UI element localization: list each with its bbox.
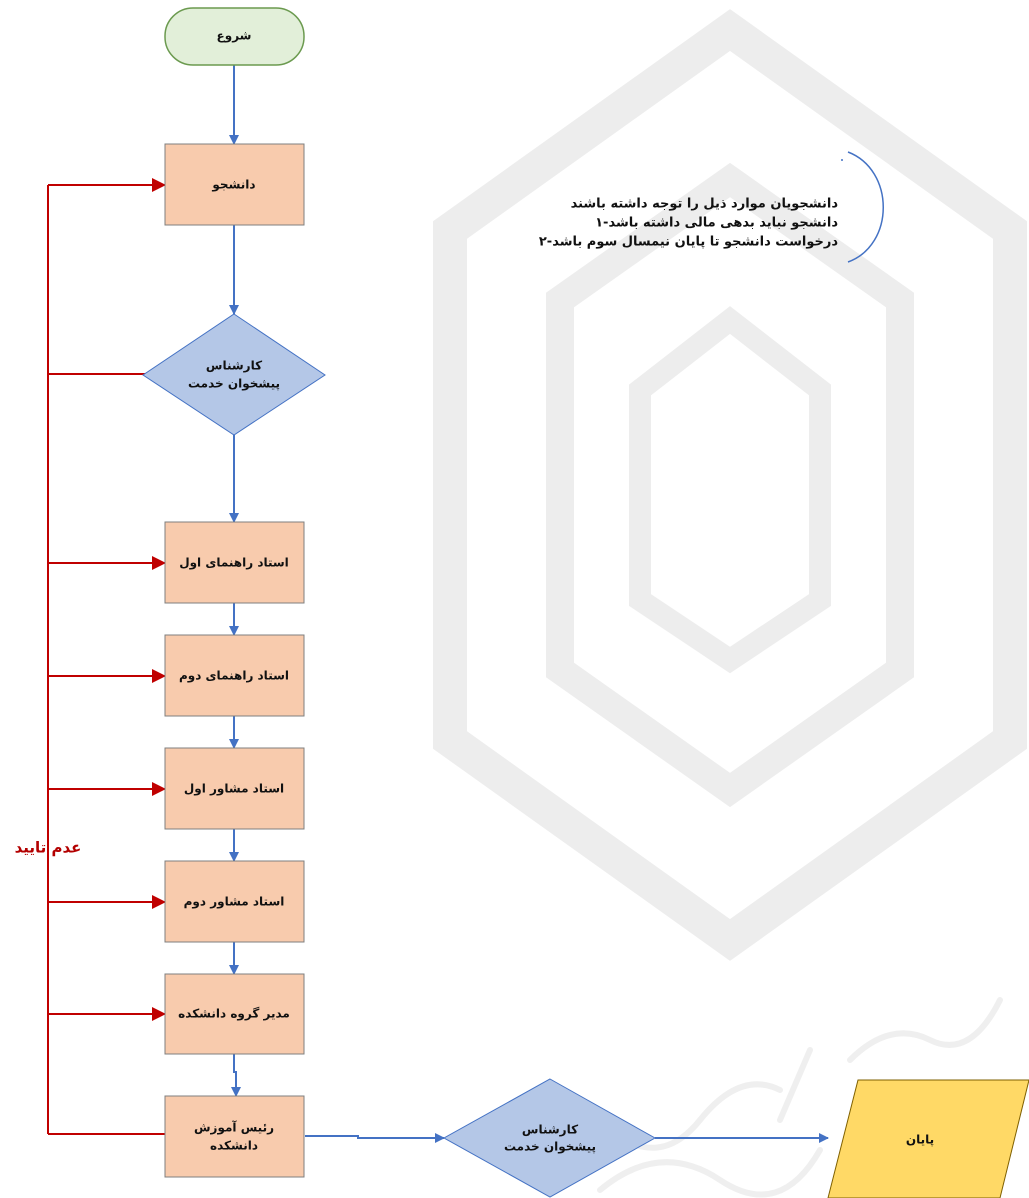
process-dept-head-label: مدیر گروه دانشکده (178, 1007, 290, 1022)
process-first-supervisor-label: استاد راهنمای اول (179, 556, 289, 571)
process-second-advisor: استاد مشاور دوم (164, 860, 305, 943)
process-first-advisor: استاد مشاور اول (164, 747, 305, 830)
end-label: پایان (906, 1133, 934, 1147)
faculty-edu-head-line-2: دانشکده (210, 1139, 258, 1153)
process-first-supervisor: استاد راهنمای اول (164, 521, 305, 604)
reject-loop (47, 178, 166, 1135)
note-line-3: ۲-درخواست دانشجو تا پایان نیمسال سوم باش… (539, 235, 838, 250)
process-first-advisor-label: استاد مشاور اول (184, 782, 284, 797)
process-student: دانشجو (164, 143, 305, 226)
start-node: شروع (164, 7, 305, 66)
note-line-1: دانشجویان موارد ذیل را توجه داشته باشند (571, 197, 839, 212)
note-line-2: ۱-دانشجو نباید بدهی مالی داشته باشد (595, 216, 838, 231)
process-second-supervisor: استاد راهنمای دوم (164, 634, 305, 717)
faculty-edu-head-line-1: رئیس آموزش (194, 1120, 274, 1136)
decision-service-expert-1: کارشناس پیشخوان خدمت (142, 313, 326, 436)
start-label: شروع (217, 29, 252, 44)
process-student-label: دانشجو (211, 178, 255, 193)
end-node: پایان (827, 1079, 1029, 1198)
flow-arrows (229, 65, 829, 1143)
note-bracket (847, 151, 884, 263)
decision-2-line-2: پیشخوان خدمت (504, 1140, 596, 1155)
decision-2-line-1: کارشناس (522, 1123, 578, 1137)
process-second-supervisor-label: استاد راهنمای دوم (179, 669, 289, 684)
process-faculty-edu-head: رئیس آموزش دانشکده (164, 1095, 305, 1178)
decision-1-line-1: کارشناس (206, 359, 262, 373)
watermark-emblem (433, 9, 1027, 961)
process-second-advisor-label: استاد مشاور دوم (184, 895, 285, 910)
reject-label: عدم تایید (15, 839, 82, 857)
decision-1-line-2: پیشخوان خدمت (188, 377, 280, 392)
process-dept-head: مدیر گروه دانشکده (164, 973, 305, 1055)
decision-service-expert-2: کارشناس پیشخوان خدمت (442, 1078, 657, 1198)
note-annotation: دانشجویان موارد ذیل را توجه داشته باشند … (539, 151, 884, 263)
note-dot (841, 159, 843, 161)
